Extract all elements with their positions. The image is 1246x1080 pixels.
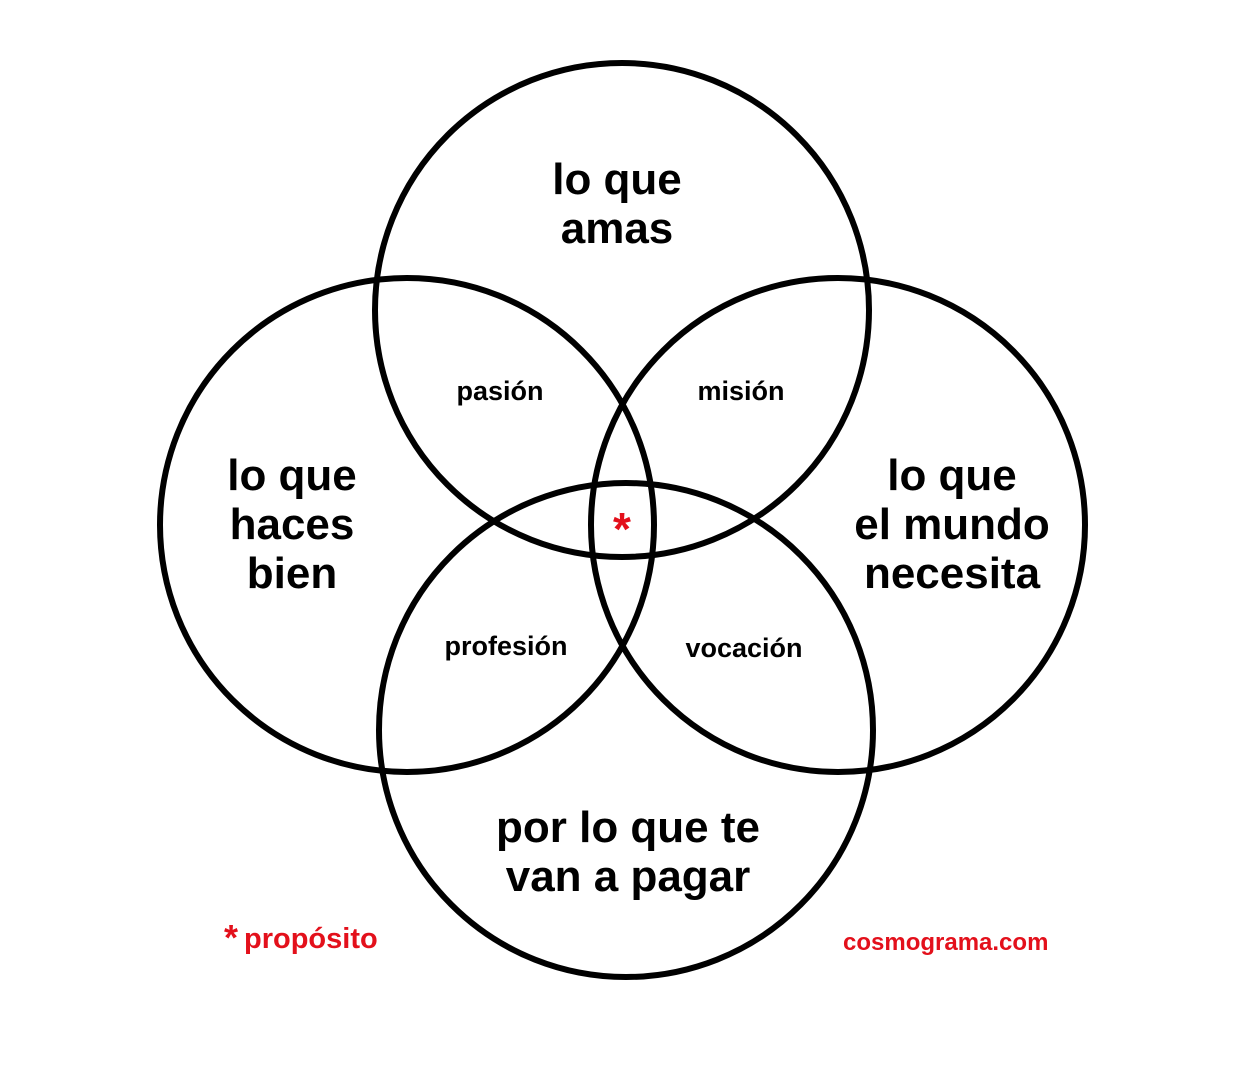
label-top-line1: lo que bbox=[552, 155, 682, 204]
label-vocacion: vocación bbox=[685, 633, 802, 663]
label-bottom-line1: por lo que te bbox=[496, 803, 760, 852]
label-right-line3: necesita bbox=[864, 549, 1041, 598]
label-mision: misión bbox=[697, 376, 784, 406]
label-right-line1: lo que bbox=[887, 451, 1017, 500]
label-pasion: pasión bbox=[456, 376, 543, 406]
label-profesion: profesión bbox=[444, 631, 567, 661]
circle-lo-que-el-mundo-necesita bbox=[588, 275, 1088, 775]
circle-lo-que-amas bbox=[372, 60, 872, 560]
label-left-line3: bien bbox=[247, 549, 337, 598]
label-bottom-line2: van a pagar bbox=[506, 852, 751, 901]
label-top-line2: amas bbox=[561, 204, 674, 253]
circle-por-lo-que-te-van-a-pagar bbox=[376, 480, 876, 980]
label-left-line1: lo que bbox=[227, 451, 357, 500]
asterisk-icon: * bbox=[613, 503, 631, 555]
circle-lo-que-haces-bien bbox=[157, 275, 657, 775]
legend-asterisk-icon: * bbox=[224, 917, 238, 958]
label-left-line2: haces bbox=[230, 500, 355, 549]
legend-proposito: propósito bbox=[244, 923, 378, 955]
label-right-line2: el mundo bbox=[854, 500, 1050, 549]
credit-link[interactable]: cosmograma.com bbox=[843, 929, 1048, 956]
